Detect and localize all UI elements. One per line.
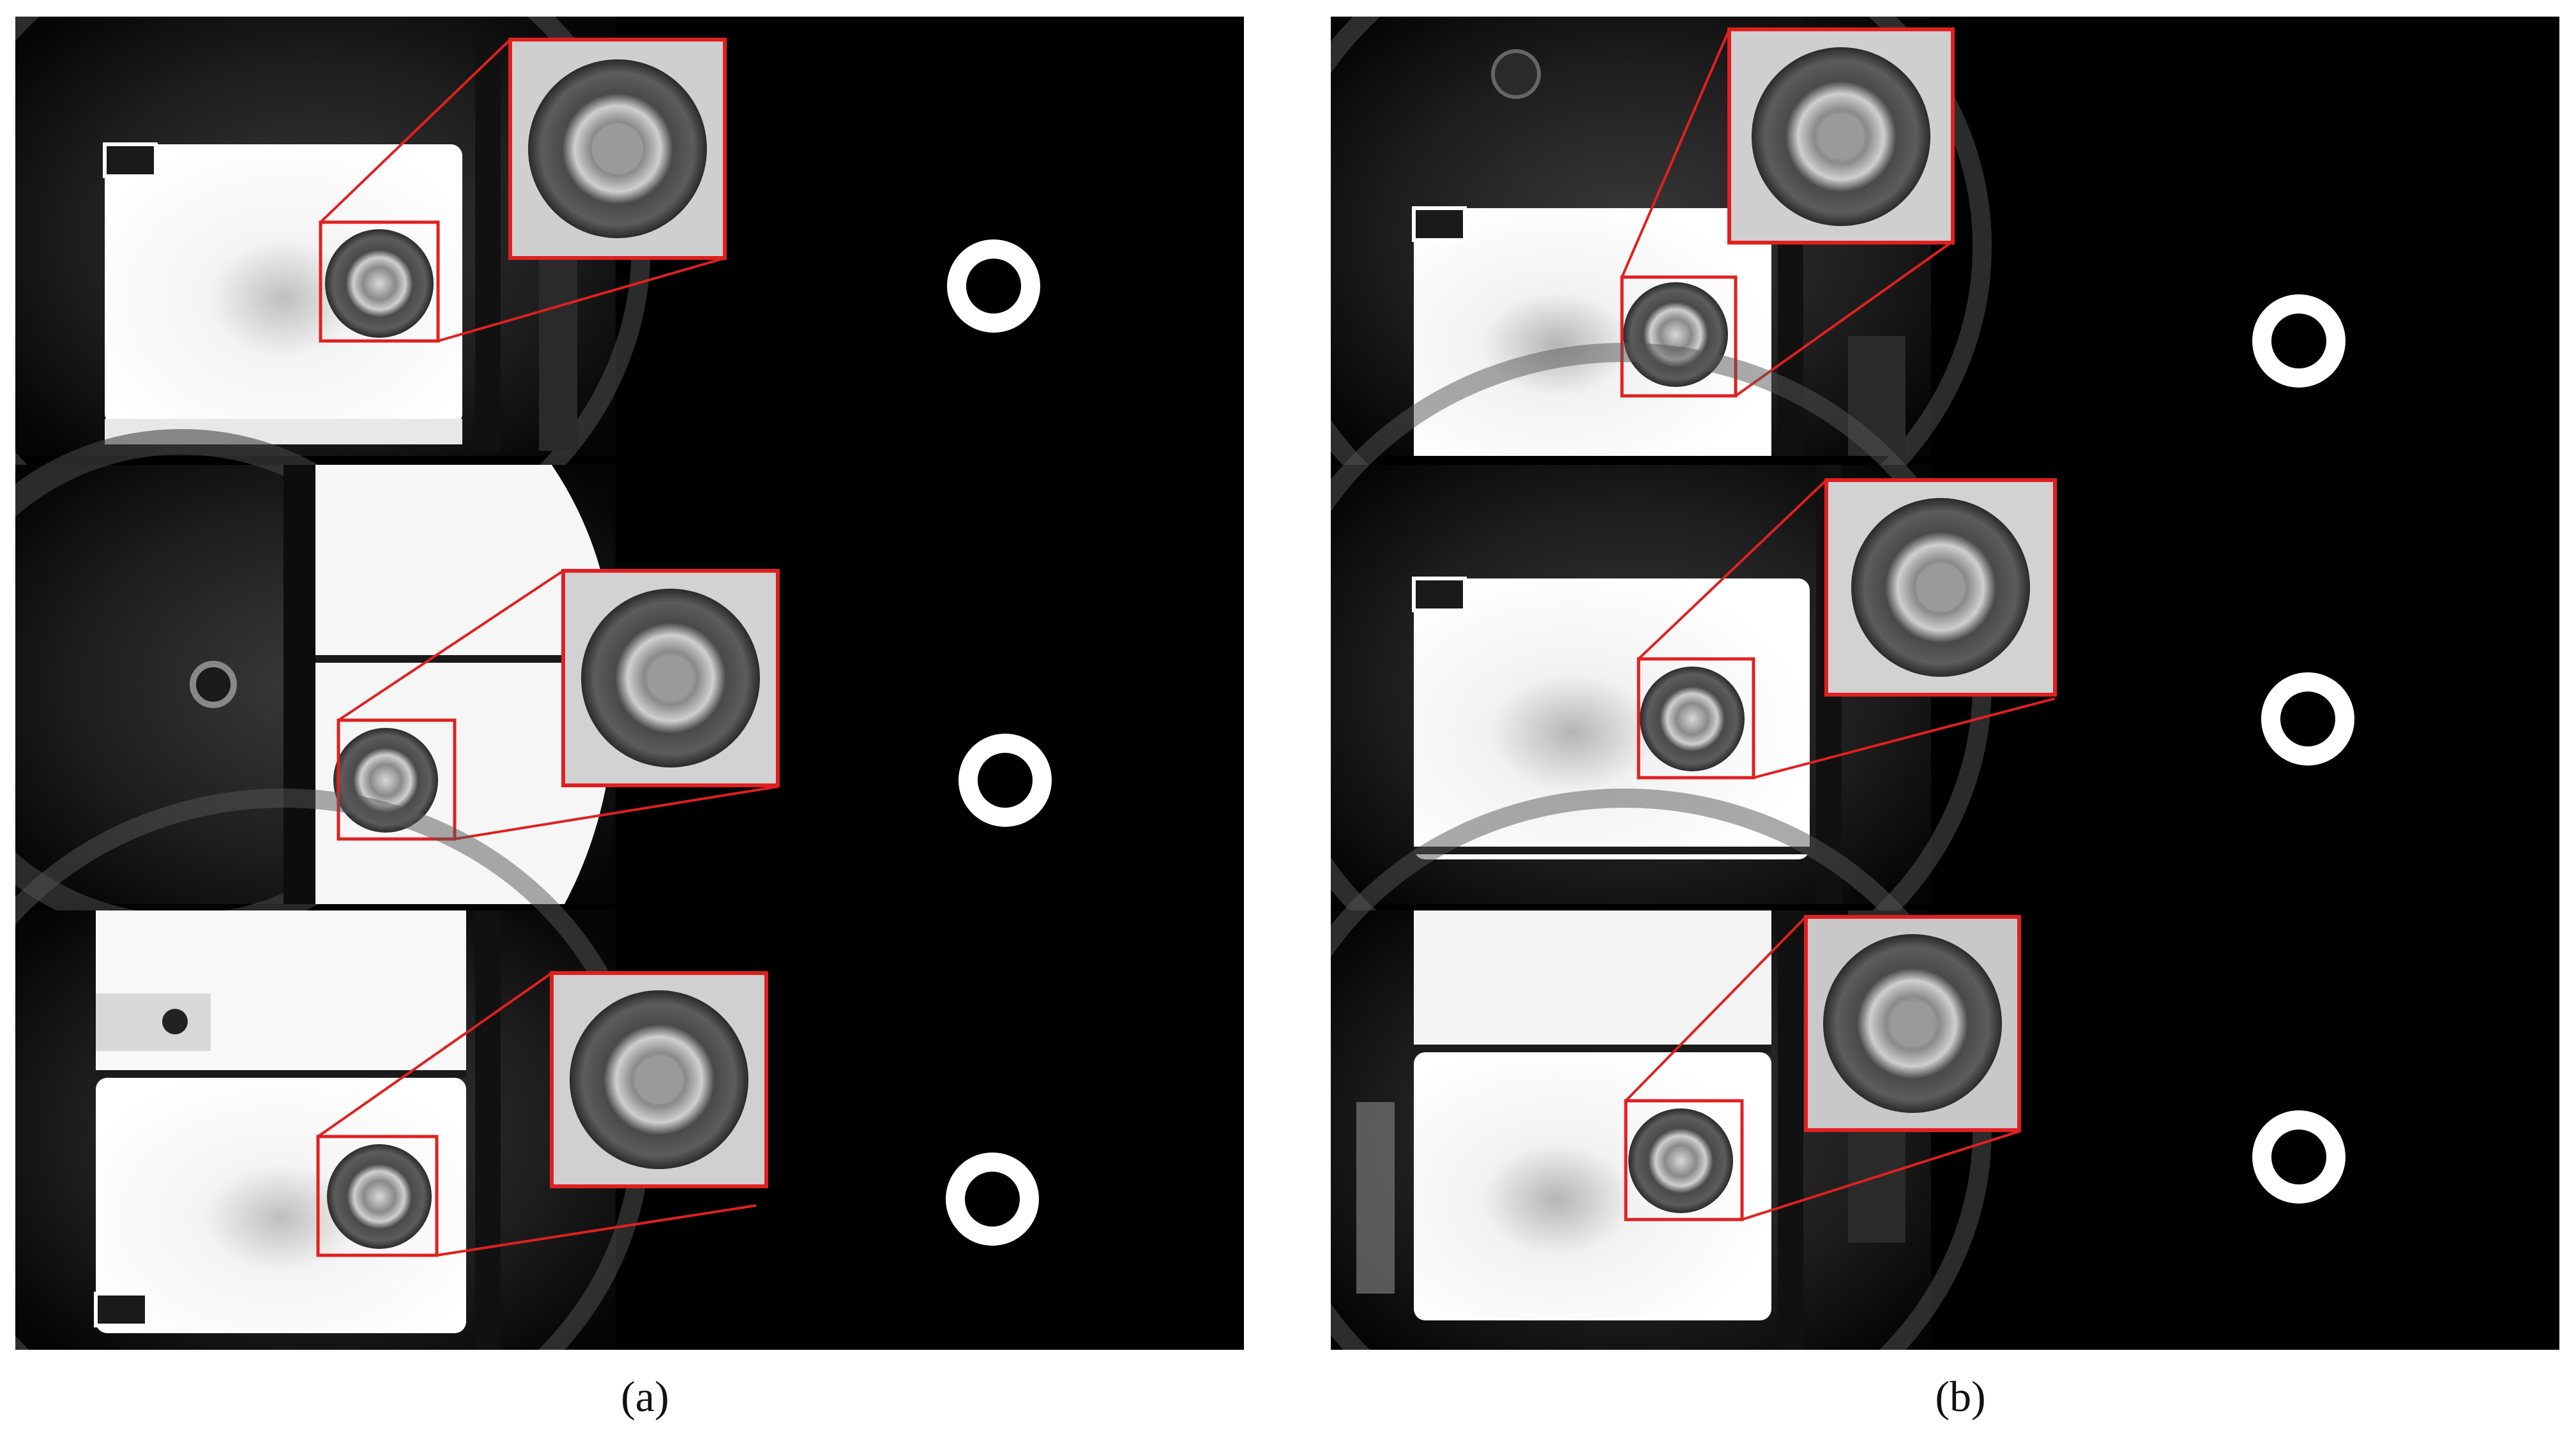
ring-mask-b2 — [2261, 672, 2354, 766]
highlight-box-a3 — [316, 1135, 439, 1257]
weld-spot-b3 — [1628, 1108, 1733, 1213]
ring-mask-a2 — [958, 734, 1052, 827]
caption-b: (b) — [1935, 1372, 1986, 1421]
photo-b1 — [1331, 17, 1992, 588]
ring-mask-a1 — [947, 239, 1040, 333]
weld-spot-b2 — [1640, 667, 1745, 771]
weld-spot-a1 — [325, 229, 434, 338]
panel-a-scene — [15, 17, 1052, 1350]
figure-panel-a — [15, 17, 1244, 1350]
caption-a: (a) — [621, 1372, 669, 1421]
photo-a3 — [15, 789, 768, 1350]
photo-b2 — [1331, 343, 2057, 1026]
ring-mask-a3 — [946, 1152, 1039, 1246]
highlight-box-b2 — [1637, 657, 1755, 780]
highlight-box-a2 — [337, 718, 457, 841]
photo-a2 — [15, 429, 780, 940]
highlight-box-b1 — [1620, 275, 1738, 398]
photo-b3 — [1331, 789, 2021, 1350]
photo-a1 — [15, 17, 727, 588]
highlight-box-a1 — [319, 220, 440, 343]
figure-panel-b — [1331, 17, 2559, 1350]
ring-mask-b1 — [2252, 294, 2345, 388]
panel-b-scene — [1331, 17, 2354, 1350]
weld-spot-a3 — [327, 1144, 432, 1249]
ring-mask-b3 — [2252, 1110, 2345, 1204]
highlight-box-b3 — [1624, 1099, 1744, 1221]
